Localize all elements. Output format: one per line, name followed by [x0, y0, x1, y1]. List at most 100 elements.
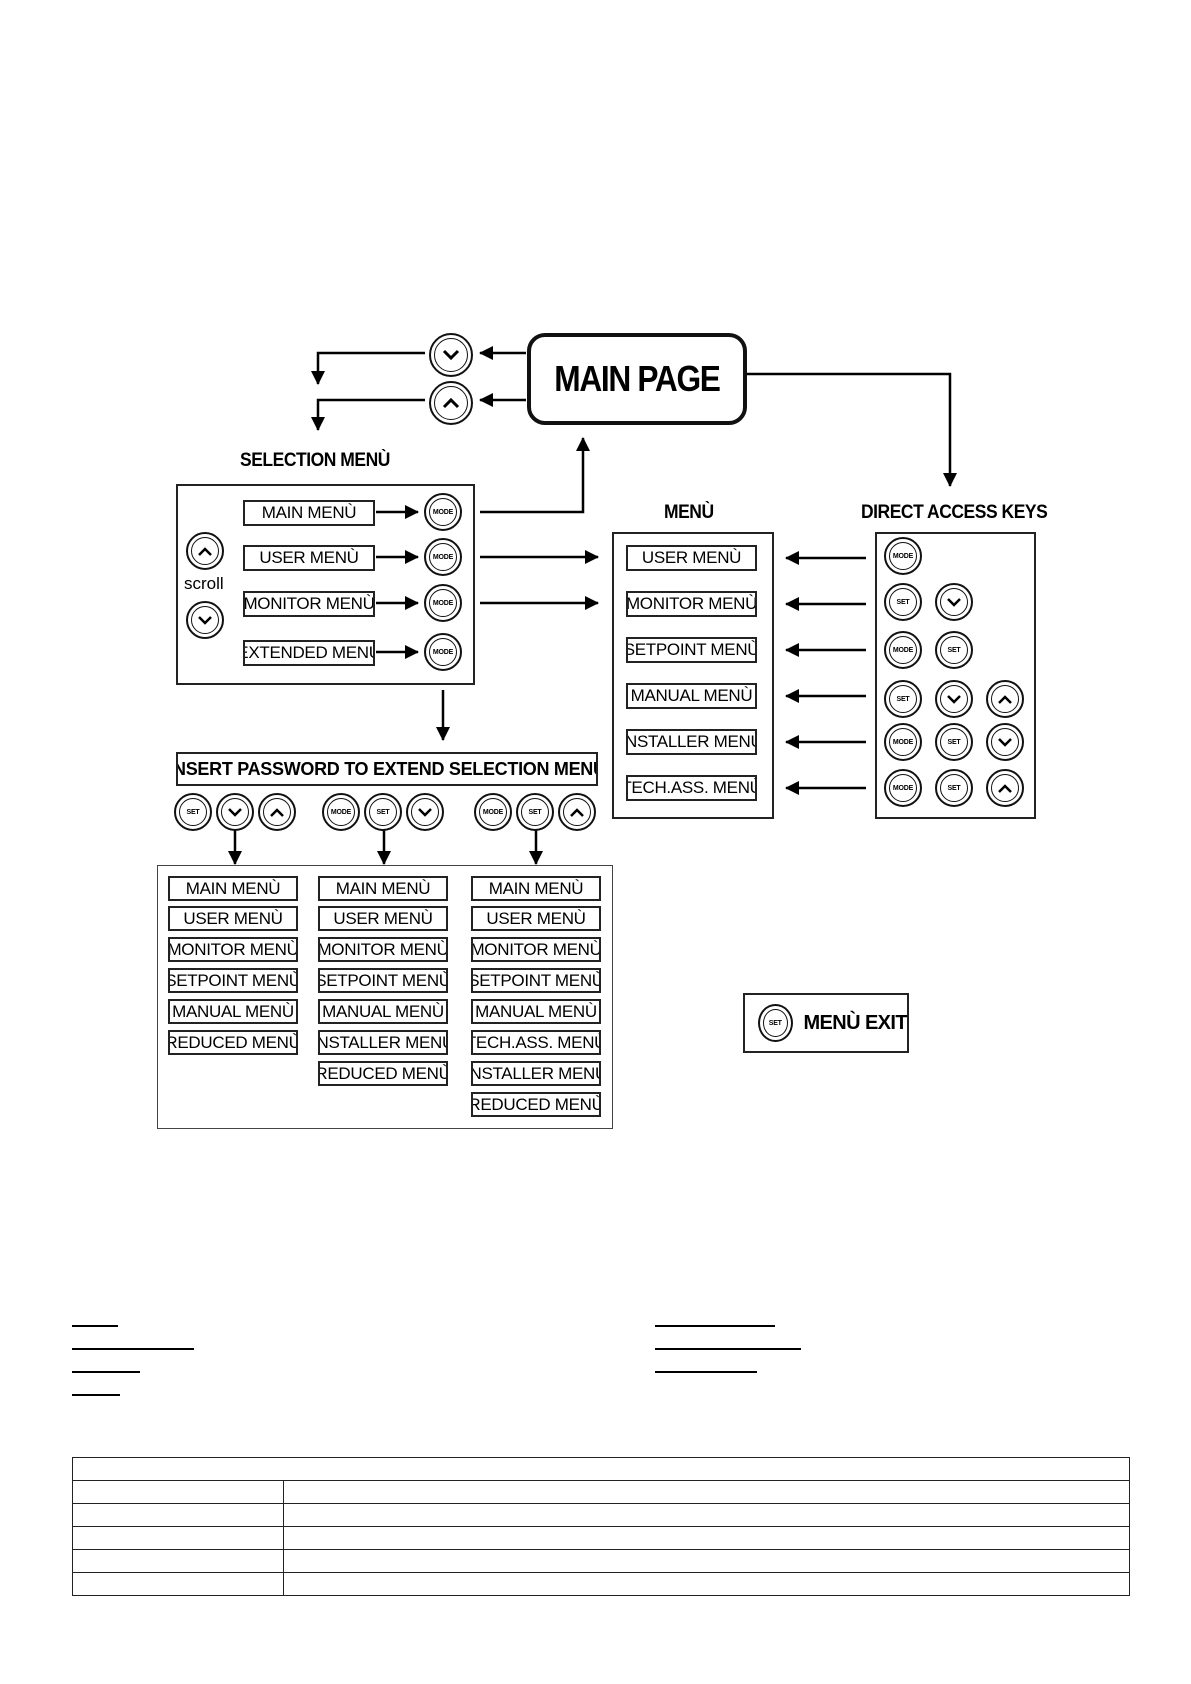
menu-exit-label: MENÙ EXIT [803, 1011, 908, 1034]
selection-item-user[interactable]: USER MENÙ [243, 545, 375, 571]
up-key[interactable] [258, 793, 296, 831]
menu-item-user[interactable]: USER MENÙ [626, 545, 757, 571]
menu-exit-box[interactable]: SET MENÙ EXIT [743, 993, 909, 1053]
chevron-up-icon [570, 808, 584, 817]
down-key[interactable] [216, 793, 254, 831]
mode-key[interactable]: MODE [424, 538, 462, 576]
main-page-label: MAIN PAGE [554, 358, 721, 399]
selection-menu-title: SELECTION MENÙ [240, 450, 390, 471]
col2-item[interactable]: MAIN MENÙ [318, 876, 448, 901]
table-cell [72, 1503, 284, 1527]
nav-up-key[interactable] [429, 381, 473, 425]
mode-key[interactable]: MODE [474, 793, 512, 831]
nav-down-key[interactable] [429, 333, 473, 377]
table-cell [283, 1572, 1130, 1596]
set-key-label: SET [947, 784, 961, 792]
table-row [72, 1549, 1130, 1573]
selection-item-main[interactable]: MAIN MENÙ [243, 500, 375, 526]
col2-item[interactable]: SETPOINT MENÙ [318, 968, 448, 993]
scroll-up-key[interactable] [186, 532, 224, 570]
col1-item[interactable]: SETPOINT MENÙ [168, 968, 298, 993]
mode-key[interactable]: MODE [424, 493, 462, 531]
col2-item[interactable]: USER MENÙ [318, 906, 448, 931]
menu-item-manual[interactable]: MANUAL MENÙ [626, 683, 757, 709]
col3-item[interactable]: TECH.ASS. MENÙ [471, 1030, 601, 1055]
menu-item-monitor[interactable]: MONITOR MENÙ [626, 591, 757, 617]
set-key[interactable]: SET [174, 793, 212, 831]
col3-item[interactable]: SETPOINT MENÙ [471, 968, 601, 993]
mode-key-label: MODE [432, 648, 454, 656]
col3-item[interactable]: MANUAL MENÙ [471, 999, 601, 1024]
text-line [655, 1325, 775, 1327]
col3-item[interactable]: MAIN MENÙ [471, 876, 601, 901]
mode-key[interactable]: MODE [322, 793, 360, 831]
table-row [72, 1526, 1130, 1550]
mode-key[interactable]: MODE [884, 723, 922, 761]
selection-item-monitor[interactable]: MONITOR MENÙ [243, 591, 375, 617]
mode-key[interactable]: MODE [884, 631, 922, 669]
col2-item[interactable]: REDUCED MENÙ [318, 1061, 448, 1086]
col1-item[interactable]: REDUCED MENÙ [168, 1030, 298, 1055]
col1-item[interactable]: MANUAL MENÙ [168, 999, 298, 1024]
col3-item[interactable]: MONITOR MENÙ [471, 937, 601, 962]
col3-item[interactable]: REDUCED MENÙ [471, 1092, 601, 1117]
down-key[interactable] [406, 793, 444, 831]
set-key[interactable]: SET [935, 631, 973, 669]
up-key[interactable] [986, 680, 1024, 718]
set-key[interactable]: SET [935, 769, 973, 807]
mode-key[interactable]: MODE [884, 537, 922, 575]
scroll-down-key[interactable] [186, 601, 224, 639]
text-line [72, 1348, 194, 1350]
main-page-box: MAIN PAGE [527, 333, 747, 425]
col1-item[interactable]: MAIN MENÙ [168, 876, 298, 901]
table-cell [72, 1549, 284, 1573]
mode-key[interactable]: MODE [884, 769, 922, 807]
menu-item-installer[interactable]: INSTALLER MENÙ [626, 729, 757, 755]
set-key[interactable]: SET [516, 793, 554, 831]
arrow-up-key-branch [311, 398, 425, 431]
down-key[interactable] [935, 680, 973, 718]
set-key-label: SET [768, 1019, 782, 1027]
chevron-up-icon [270, 808, 284, 817]
table-row [72, 1572, 1130, 1596]
chevron-up-icon [998, 695, 1012, 704]
selection-item-extended[interactable]: EXTENDED MENÙ [243, 640, 375, 666]
table-cell [72, 1480, 284, 1504]
text-line [72, 1325, 118, 1327]
col3-item[interactable]: USER MENÙ [471, 906, 601, 931]
arrow-down-key-branch [311, 351, 425, 385]
mode-key[interactable]: MODE [424, 633, 462, 671]
col2-item[interactable]: MANUAL MENÙ [318, 999, 448, 1024]
set-key[interactable]: SET [884, 583, 922, 621]
set-key-label: SET [186, 808, 200, 816]
col2-item[interactable]: INSTALLER MENÙ [318, 1030, 448, 1055]
set-key[interactable]: SET [758, 1004, 793, 1042]
mode-key[interactable]: MODE [424, 584, 462, 622]
up-key[interactable] [986, 769, 1024, 807]
set-key[interactable]: SET [364, 793, 402, 831]
up-key[interactable] [558, 793, 596, 831]
col1-item[interactable]: USER MENÙ [168, 906, 298, 931]
insert-password-bar[interactable]: INSERT PASSWORD TO EXTEND SELECTION MENÙ [176, 752, 598, 786]
col2-item[interactable]: MONITOR MENÙ [318, 937, 448, 962]
table-row [72, 1457, 1130, 1481]
direct-access-frame [875, 532, 1036, 819]
table-cell [283, 1526, 1130, 1550]
menu-item-setpoint[interactable]: SETPOINT MENÙ [626, 637, 757, 663]
table-cell [72, 1457, 1130, 1481]
set-key[interactable]: SET [935, 723, 973, 761]
table-cell [72, 1572, 284, 1596]
mode-key-label: MODE [482, 808, 504, 816]
chevron-up-icon [442, 397, 460, 409]
col3-item[interactable]: INSTALLER MENÙ [471, 1061, 601, 1086]
col1-item[interactable]: MONITOR MENÙ [168, 937, 298, 962]
down-key[interactable] [986, 723, 1024, 761]
menu-item-techass[interactable]: TECH.ASS. MENÙ [626, 775, 757, 801]
down-key[interactable] [935, 583, 973, 621]
set-key[interactable]: SET [884, 680, 922, 718]
table-cell [283, 1480, 1130, 1504]
chevron-down-icon [442, 349, 460, 361]
scroll-label: scroll [184, 574, 224, 593]
table-cell [283, 1549, 1130, 1573]
